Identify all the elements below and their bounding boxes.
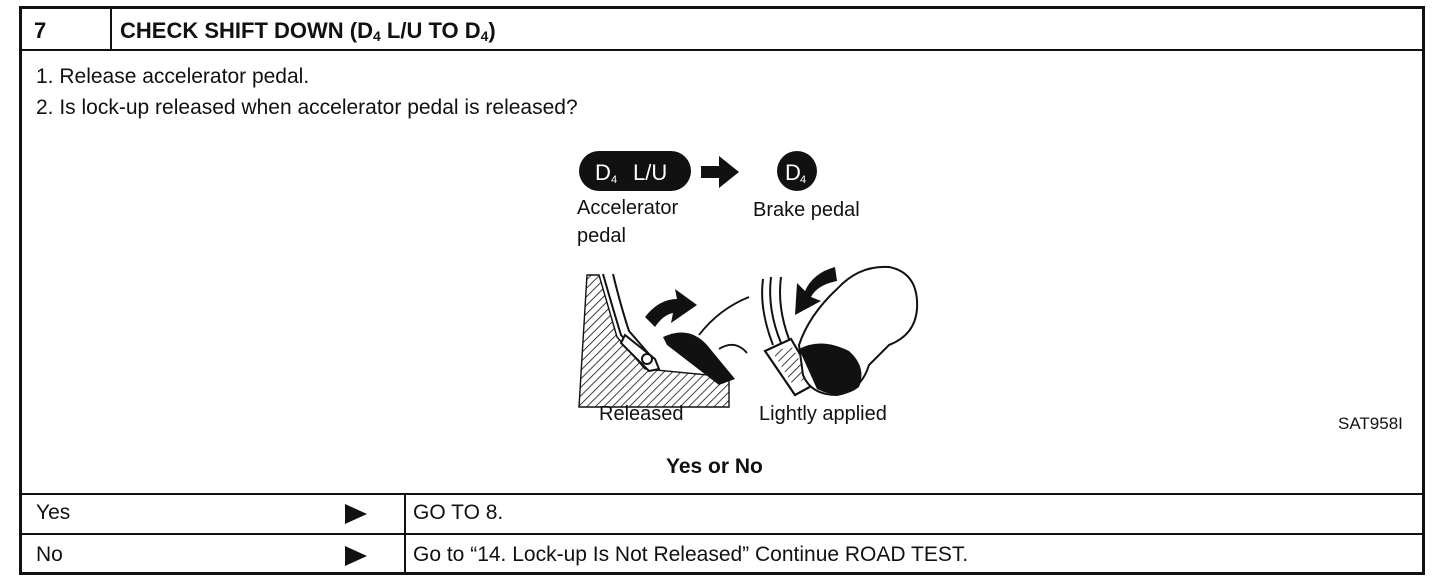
result-answer-yes: Yes (36, 501, 71, 524)
applied-pedal-drawing (761, 265, 919, 397)
pedal-illustration: D 4 L/U D 4 (578, 151, 919, 408)
right-arrow-icon (701, 156, 739, 188)
question-text: Yes or No (666, 455, 763, 478)
label-accelerator-line2: pedal (577, 225, 626, 247)
instruction-1: 1. Release accelerator pedal. (36, 65, 310, 88)
released-pedal-drawing (578, 273, 750, 408)
svg-text:4: 4 (611, 174, 617, 186)
badge-d4: D 4 (777, 151, 817, 191)
procedure-table: 7 CHECK SHIFT DOWN (D4 L/U TO D4) 1. Rel… (19, 6, 1425, 575)
play-arrow-icon (345, 504, 367, 524)
caption-released: Released (599, 403, 684, 425)
header-bottom-rule (22, 49, 1422, 51)
result-answer-no: No (36, 543, 63, 566)
badge-d4-lu: D 4 L/U (579, 151, 691, 191)
results-divider (404, 493, 406, 575)
result-action-no: Go to “14. Lock-up Is Not Released” Cont… (413, 543, 969, 566)
play-arrow-icon (345, 546, 367, 566)
figure-code: SAT958I (1338, 414, 1403, 433)
instruction-2: 2. Is lock-up released when accelerator … (36, 96, 578, 119)
svg-text:L/U: L/U (633, 160, 667, 185)
svg-text:D: D (595, 160, 611, 185)
svg-text:D: D (785, 160, 801, 185)
results-mid-rule (22, 533, 1422, 535)
results-top-rule (22, 493, 1422, 495)
step-title: CHECK SHIFT DOWN (D4 L/U TO D4) (120, 18, 496, 44)
step-number: 7 (34, 18, 47, 43)
svg-text:4: 4 (800, 174, 806, 186)
result-action-yes: GO TO 8. (413, 501, 504, 524)
label-brake-pedal: Brake pedal (753, 199, 860, 221)
label-accelerator-line1: Accelerator (577, 197, 679, 219)
header-divider (110, 9, 112, 49)
caption-lightly-applied: Lightly applied (759, 403, 887, 425)
